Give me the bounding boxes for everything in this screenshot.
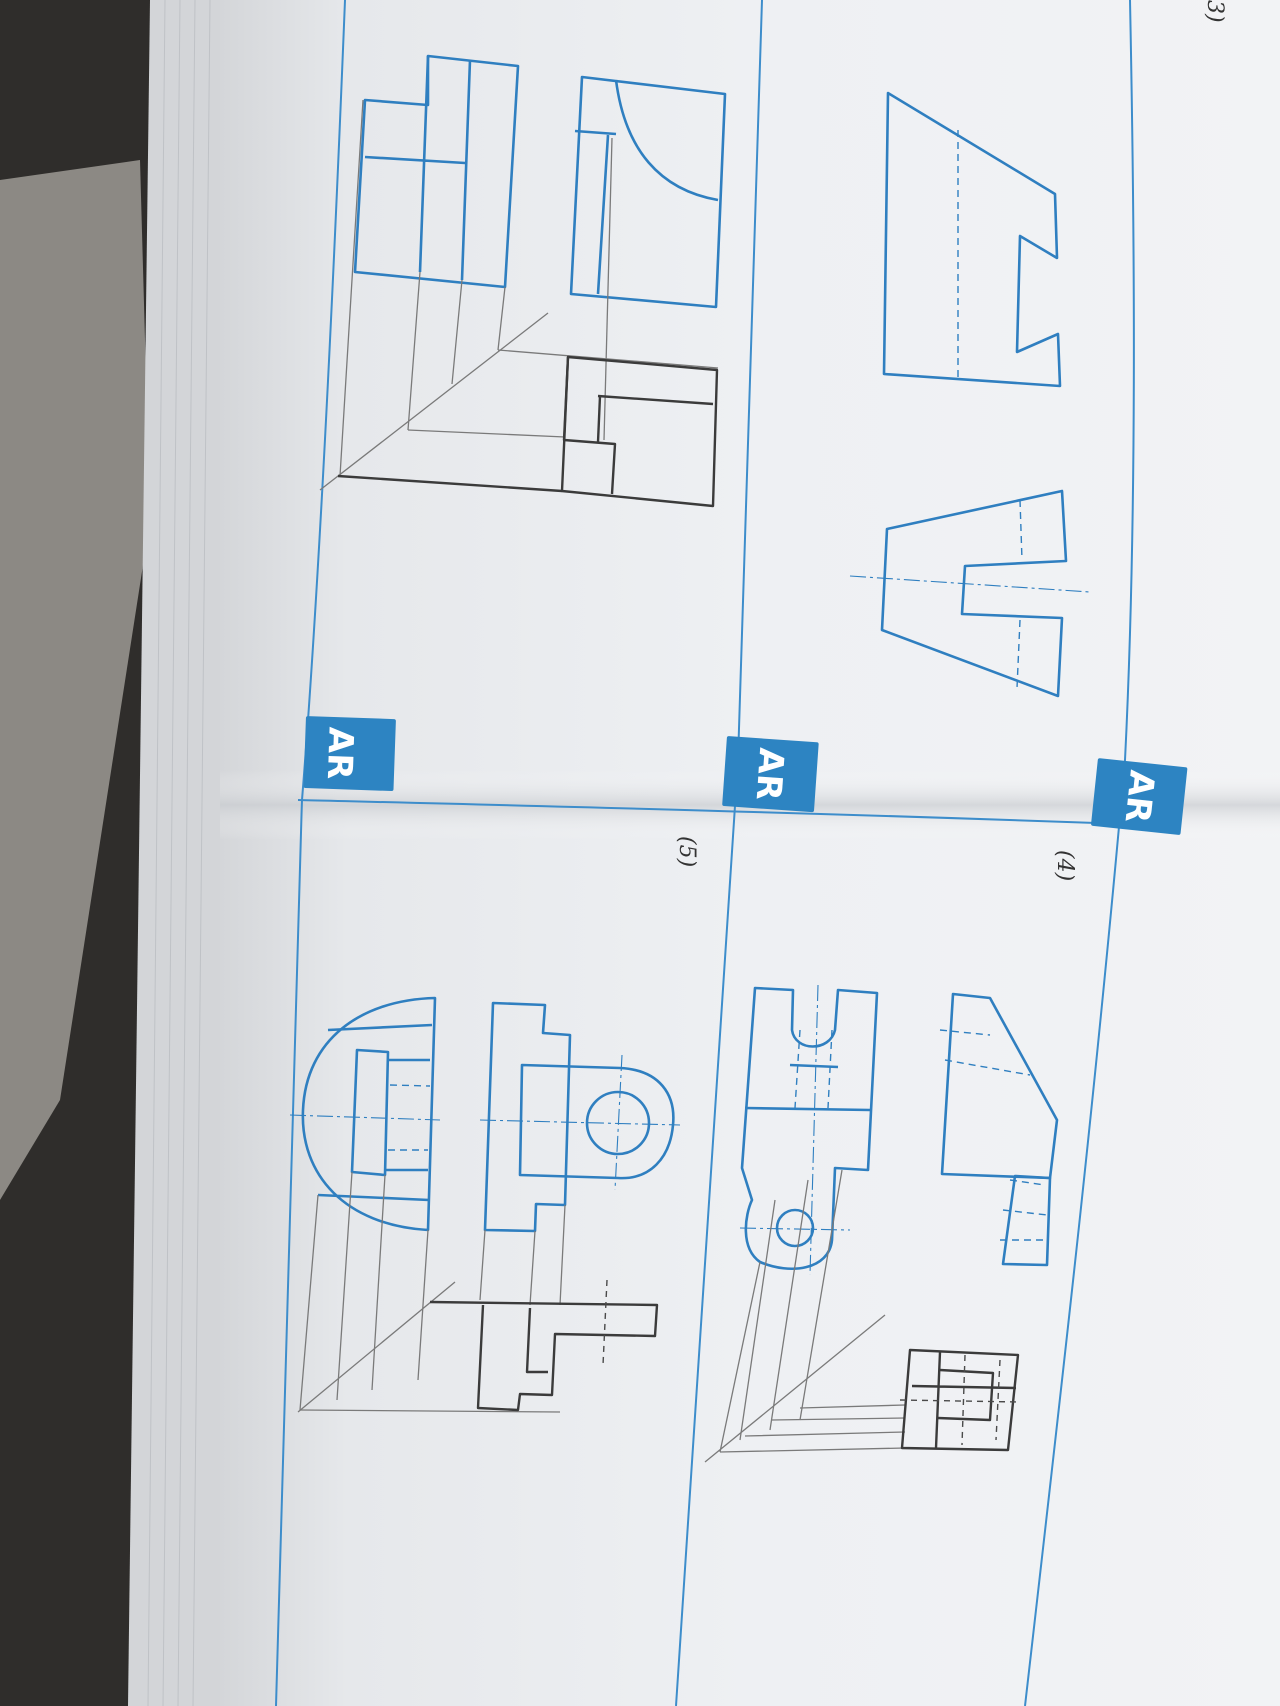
ar-badge-1: AR <box>303 716 396 792</box>
frame-fold-line <box>297 799 1181 827</box>
drawing-bottom-left <box>289 996 681 1413</box>
corner-label: 3) <box>1202 0 1227 23</box>
handwritten-label-1: (5) <box>674 836 699 867</box>
ar-badge-1-text: AR <box>319 726 361 780</box>
handwritten-label-2: (4) <box>1052 850 1077 881</box>
ar-badge-2: AR <box>722 736 819 813</box>
page-stack-edge <box>128 0 250 1706</box>
grey-cloth <box>0 160 150 1200</box>
ar-badge-2-text: AR <box>748 746 792 801</box>
drawing-top-left <box>319 54 727 508</box>
drawing-bottom-right <box>704 984 1059 1463</box>
paper-sheet <box>220 0 1280 1706</box>
page-stack-lines <box>147 0 211 1706</box>
ar-badge-3: AR <box>1091 758 1188 835</box>
drawing-top-right <box>849 91 1091 698</box>
ar-badge-3-text: AR <box>1117 768 1162 824</box>
